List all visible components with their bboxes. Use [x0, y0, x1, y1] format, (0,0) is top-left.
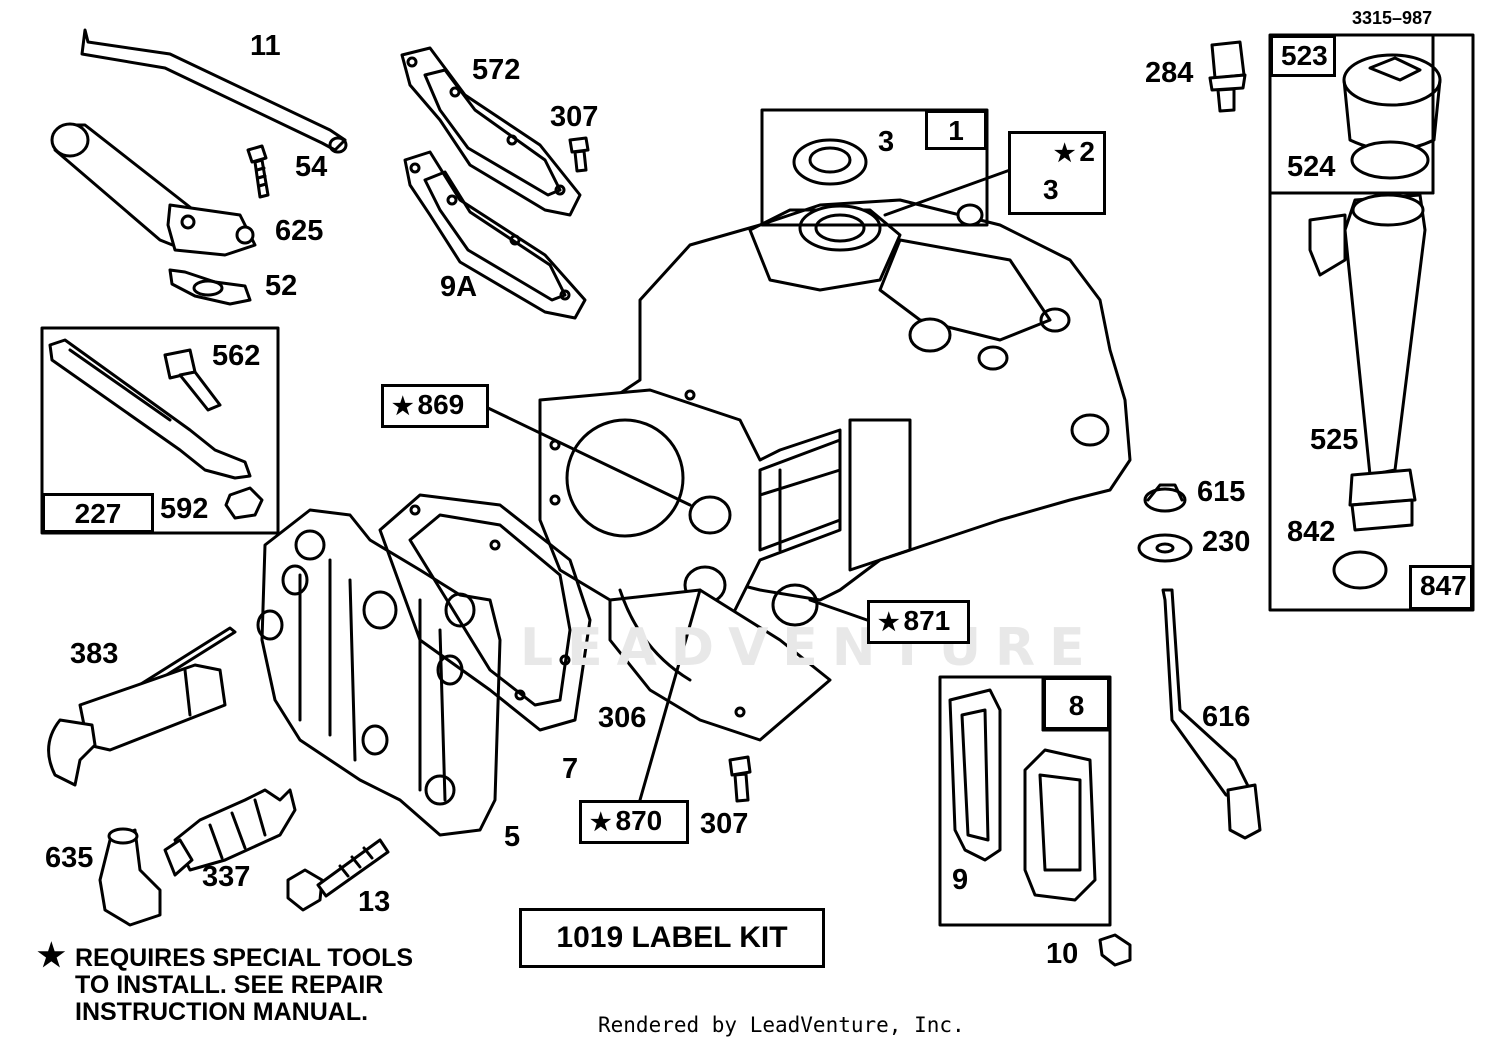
- star-icon: ★: [590, 809, 612, 836]
- callout-1: 1: [925, 110, 987, 150]
- callout-615: 615: [1197, 476, 1246, 508]
- callout-3-group: 3: [1008, 172, 1106, 215]
- callout-9a: 9A: [440, 271, 478, 303]
- drawing-code: 3315–987: [1352, 8, 1433, 28]
- callout-13: 13: [358, 886, 391, 918]
- leader-869: [486, 406, 692, 507]
- callout-284: 284: [1145, 57, 1194, 89]
- note-line-3: INSTRUCTION MANUAL.: [75, 998, 369, 1026]
- part-562-bolt: [163, 348, 222, 412]
- callout-337: 337: [202, 861, 251, 893]
- callout-842: 842: [1287, 516, 1336, 548]
- part-10-screw: [1098, 933, 1132, 967]
- callout-2: ★2: [1008, 131, 1106, 175]
- callout-383: 383: [70, 638, 119, 670]
- part-8-breather: [1023, 748, 1097, 902]
- part-11-tube: [80, 28, 348, 154]
- footer-credit: Rendered by LeadVenture, Inc.: [598, 1013, 965, 1037]
- part-3-seal: [792, 138, 868, 186]
- part-230-washer: [1137, 533, 1193, 563]
- part-525-fill-tube: [1308, 193, 1427, 532]
- callout-8: 8: [1043, 677, 1110, 730]
- part-13-bolt: [286, 838, 390, 912]
- callout-10: 10: [1046, 938, 1079, 970]
- star-icon: ★: [878, 609, 900, 636]
- callout-572: 572: [472, 54, 521, 86]
- group-box-1: [760, 108, 989, 227]
- callout-524: 524: [1287, 151, 1336, 183]
- note-line-2: TO INSTALL. SEE REPAIR: [75, 971, 384, 999]
- part-9a-gasket: [403, 150, 587, 320]
- part-572-gasket: [400, 46, 582, 217]
- callout-54: 54: [295, 151, 328, 183]
- callout-871: ★871: [867, 600, 970, 644]
- leader-871: [808, 598, 869, 622]
- group-box-8: [938, 675, 1112, 927]
- part-284-plug: [1208, 40, 1247, 113]
- part-383-wrench: [47, 626, 237, 787]
- leader-870: [638, 588, 702, 802]
- callout-625: 625: [275, 215, 324, 247]
- group-box-227: [40, 326, 280, 535]
- callout-616: 616: [1202, 701, 1251, 733]
- callout-523: 523: [1270, 35, 1336, 77]
- callout-230: 230: [1202, 526, 1251, 558]
- part-52-gasket: [168, 268, 252, 306]
- part-54-screw: [246, 144, 270, 199]
- watermark-text: LEADVENTURE: [520, 618, 1099, 678]
- part-524-oring: [1350, 140, 1430, 180]
- part-227-lever: [48, 338, 252, 480]
- callout-870: ★870: [579, 800, 689, 844]
- part-337-spark-plug: [163, 788, 297, 877]
- callout-307-bottom: 307: [700, 808, 749, 840]
- part-616-dipstick: [1161, 588, 1262, 840]
- part-635-boot: [98, 827, 162, 927]
- callout-227: 227: [42, 493, 154, 533]
- group-box-847: [1268, 33, 1475, 612]
- star-icon: ★: [37, 937, 66, 973]
- callout-869: ★869: [381, 384, 489, 428]
- callout-592: 592: [160, 493, 209, 525]
- callout-11: 11: [250, 30, 281, 62]
- callout-5: 5: [504, 821, 521, 853]
- callout-306: 306: [598, 702, 647, 734]
- callout-52: 52: [265, 270, 298, 302]
- part-307-screw-bottom: [728, 755, 752, 803]
- part-7-head-gasket: [378, 493, 592, 732]
- star-icon: ★: [392, 393, 414, 420]
- callout-9: 9: [952, 864, 969, 896]
- part-523-cap: [1342, 53, 1442, 152]
- part-625-breather: [50, 122, 257, 257]
- part-615-gear: [1143, 483, 1187, 513]
- callout-525: 525: [1310, 424, 1359, 456]
- label-kit-box: 1019 LABEL KIT: [519, 908, 825, 968]
- part-842-oring: [1332, 550, 1388, 590]
- callout-847: 847: [1409, 565, 1473, 610]
- note-line-1: REQUIRES SPECIAL TOOLS: [75, 944, 414, 972]
- callout-7: 7: [562, 753, 579, 785]
- callout-3-seal: 3: [878, 126, 895, 158]
- callout-307-top: 307: [550, 101, 599, 133]
- part-592-nut: [224, 486, 264, 520]
- part-1-cylinder-block: [538, 198, 1132, 642]
- callout-635: 635: [45, 842, 94, 874]
- part-9-gasket: [948, 688, 1002, 862]
- callout-562: 562: [212, 340, 261, 372]
- leader-2: [883, 168, 1012, 217]
- part-306-gasket: [608, 588, 832, 742]
- special-tools-note: ★ REQUIRES SPECIAL TOOLS TO INSTALL. SEE…: [37, 939, 414, 1026]
- star-icon: ★: [1053, 140, 1076, 167]
- part-307-screw-top: [568, 136, 590, 173]
